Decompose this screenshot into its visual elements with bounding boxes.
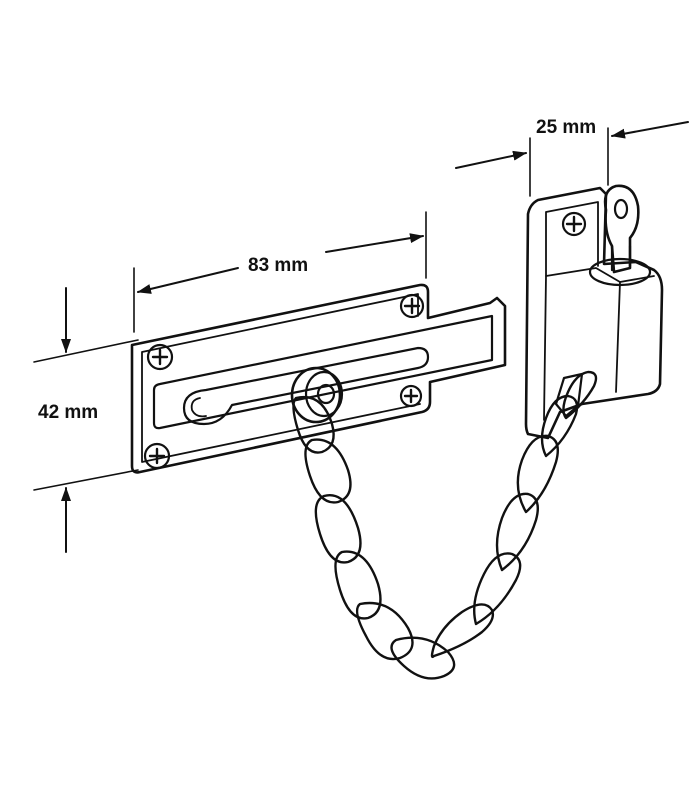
chain-link-7 [430, 603, 495, 659]
chain-link-11 [540, 394, 579, 458]
chain-link-4 [334, 550, 382, 620]
chain-link-10 [516, 434, 559, 514]
key-bow-hole [613, 198, 629, 220]
chain-link-9 [495, 492, 539, 572]
screw-head [561, 211, 587, 237]
track-slot-keyhole [190, 397, 207, 418]
track-plate [130, 283, 507, 474]
key-bow [603, 184, 640, 274]
height-label: 42 mm [38, 402, 98, 423]
screw-cross-icon [151, 348, 169, 366]
screw-head [146, 343, 174, 371]
dimension-arrow-right [325, 233, 424, 253]
dimension-83mm: 83 mm [133, 211, 427, 333]
extension-line-bottom [33, 469, 139, 491]
width-label: 25 mm [536, 117, 596, 138]
extension-line-top [33, 339, 139, 363]
chain-link-8 [473, 552, 522, 626]
screw-head [399, 293, 425, 319]
receiver-outline [524, 186, 664, 440]
chain-link-12 [562, 370, 598, 420]
chain-link-5 [355, 601, 414, 661]
knob-centre [316, 383, 336, 405]
knob-outer [290, 366, 342, 424]
dimension-arrow-receiver-right [611, 121, 689, 139]
chain-link-1 [292, 395, 335, 454]
screw-head [399, 384, 423, 408]
chain [292, 370, 598, 680]
dimension-arrow-receiver-left [455, 150, 527, 169]
screw-head [143, 442, 171, 470]
screw-top-left [146, 343, 174, 371]
screw-bottom-right [399, 384, 423, 408]
knob-rim [304, 370, 344, 418]
screw-cross-icon [403, 388, 419, 404]
receiver-body [524, 186, 664, 440]
dimension-42mm: 42 mm [33, 287, 139, 553]
track-channel [152, 314, 494, 430]
chain-link-3 [314, 493, 362, 564]
key-blade [610, 244, 632, 272]
track-plate-bevel [141, 293, 421, 463]
length-label: 83 mm [248, 255, 308, 276]
screw-cross-icon [148, 447, 166, 465]
receiver-screw [561, 211, 587, 237]
keyhole-cylinder [588, 257, 652, 287]
screw-top-right [399, 293, 425, 319]
chain-link-2 [304, 438, 352, 504]
slider-knob [290, 366, 344, 424]
dimension-arrow-left [137, 267, 239, 294]
dimension-25mm: 25 mm [455, 117, 689, 197]
screw-cross-icon [565, 215, 583, 233]
track-slot [182, 346, 430, 426]
screw-bottom-left [143, 442, 171, 470]
receiver-bevel [545, 201, 621, 393]
key-icon [603, 184, 640, 274]
track-plate-outline [130, 283, 507, 474]
screw-cross-icon [403, 297, 421, 315]
